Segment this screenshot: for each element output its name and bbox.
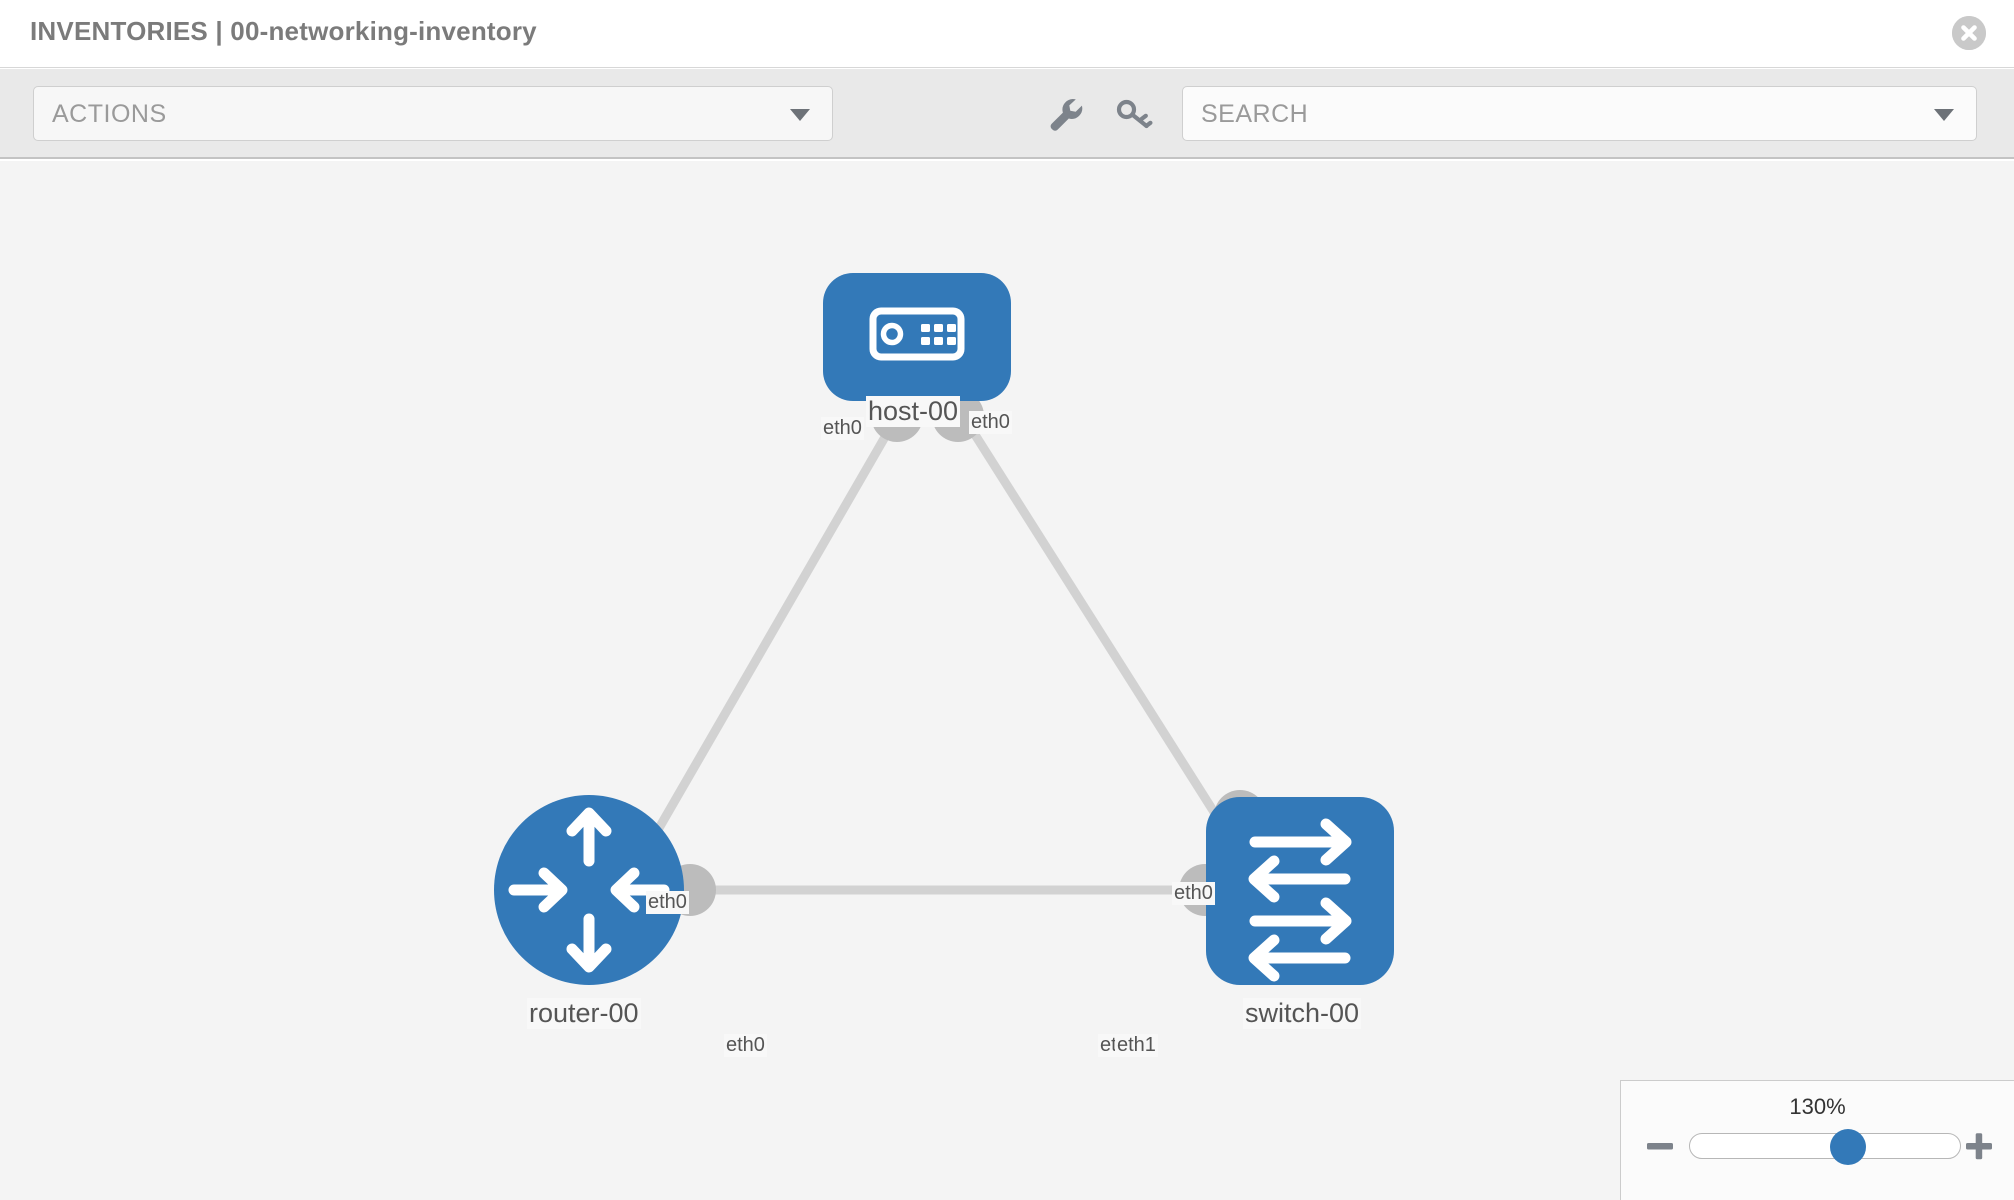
edge-label-router-to-switch: eth0 <box>724 1034 767 1057</box>
zoom-slider-thumb[interactable] <box>1830 1129 1867 1165</box>
actions-dropdown[interactable]: ACTIONS <box>33 86 833 141</box>
edge-label-switch-to-router: eth1 <box>1115 1034 1158 1057</box>
topology-links <box>636 408 1249 895</box>
topology-canvas[interactable]: host-00 router-00 switch-00 eth0 eth0 et… <box>0 161 2014 1200</box>
edge-label-host-to-router: eth0 <box>821 417 864 440</box>
chevron-down-icon[interactable] <box>1934 108 1954 121</box>
topology-graph <box>494 273 1394 985</box>
server-icon <box>869 307 965 361</box>
router-arrows-icon <box>508 807 670 973</box>
zoom-slider[interactable] <box>1689 1129 1961 1165</box>
edge-label-host-to-switch: eth0 <box>969 411 1012 434</box>
switch-arrows-icon <box>1248 818 1352 982</box>
page-title: INVENTORIES | 00-networking-inventory <box>30 16 537 46</box>
link-host-switch <box>956 408 1249 864</box>
chevron-down-icon <box>790 108 810 121</box>
edge-label-router-to-host: eth0 <box>646 891 689 914</box>
node-label-host-00: host-00 <box>866 396 961 427</box>
search-input[interactable]: SEARCH <box>1182 86 1977 141</box>
node-switch-00 <box>1206 797 1394 985</box>
search-placeholder: SEARCH <box>1201 100 1309 128</box>
zoom-level-label: 130% <box>1789 1094 1846 1119</box>
toolbar: ACTIONS SEARCH <box>0 69 2014 159</box>
node-label-router-00: router-00 <box>527 998 641 1029</box>
link-host-router <box>636 408 904 864</box>
minus-icon[interactable] <box>1643 1129 1677 1163</box>
node-router-00 <box>494 795 684 985</box>
key-icon[interactable] <box>1112 93 1154 135</box>
node-host-00 <box>823 273 1011 401</box>
zoom-control-panel: 130% <box>1620 1080 2014 1200</box>
topology-handles <box>664 390 1266 916</box>
actions-dropdown-label: ACTIONS <box>52 100 167 128</box>
plus-icon[interactable] <box>1962 1129 1996 1163</box>
edge-label-switch-to-host: eth0 <box>1172 882 1215 905</box>
wrench-icon[interactable] <box>1044 93 1086 135</box>
node-label-switch-00: switch-00 <box>1243 998 1362 1029</box>
close-icon[interactable] <box>1952 16 1986 50</box>
page-header: INVENTORIES | 00-networking-inventory <box>0 0 2014 68</box>
